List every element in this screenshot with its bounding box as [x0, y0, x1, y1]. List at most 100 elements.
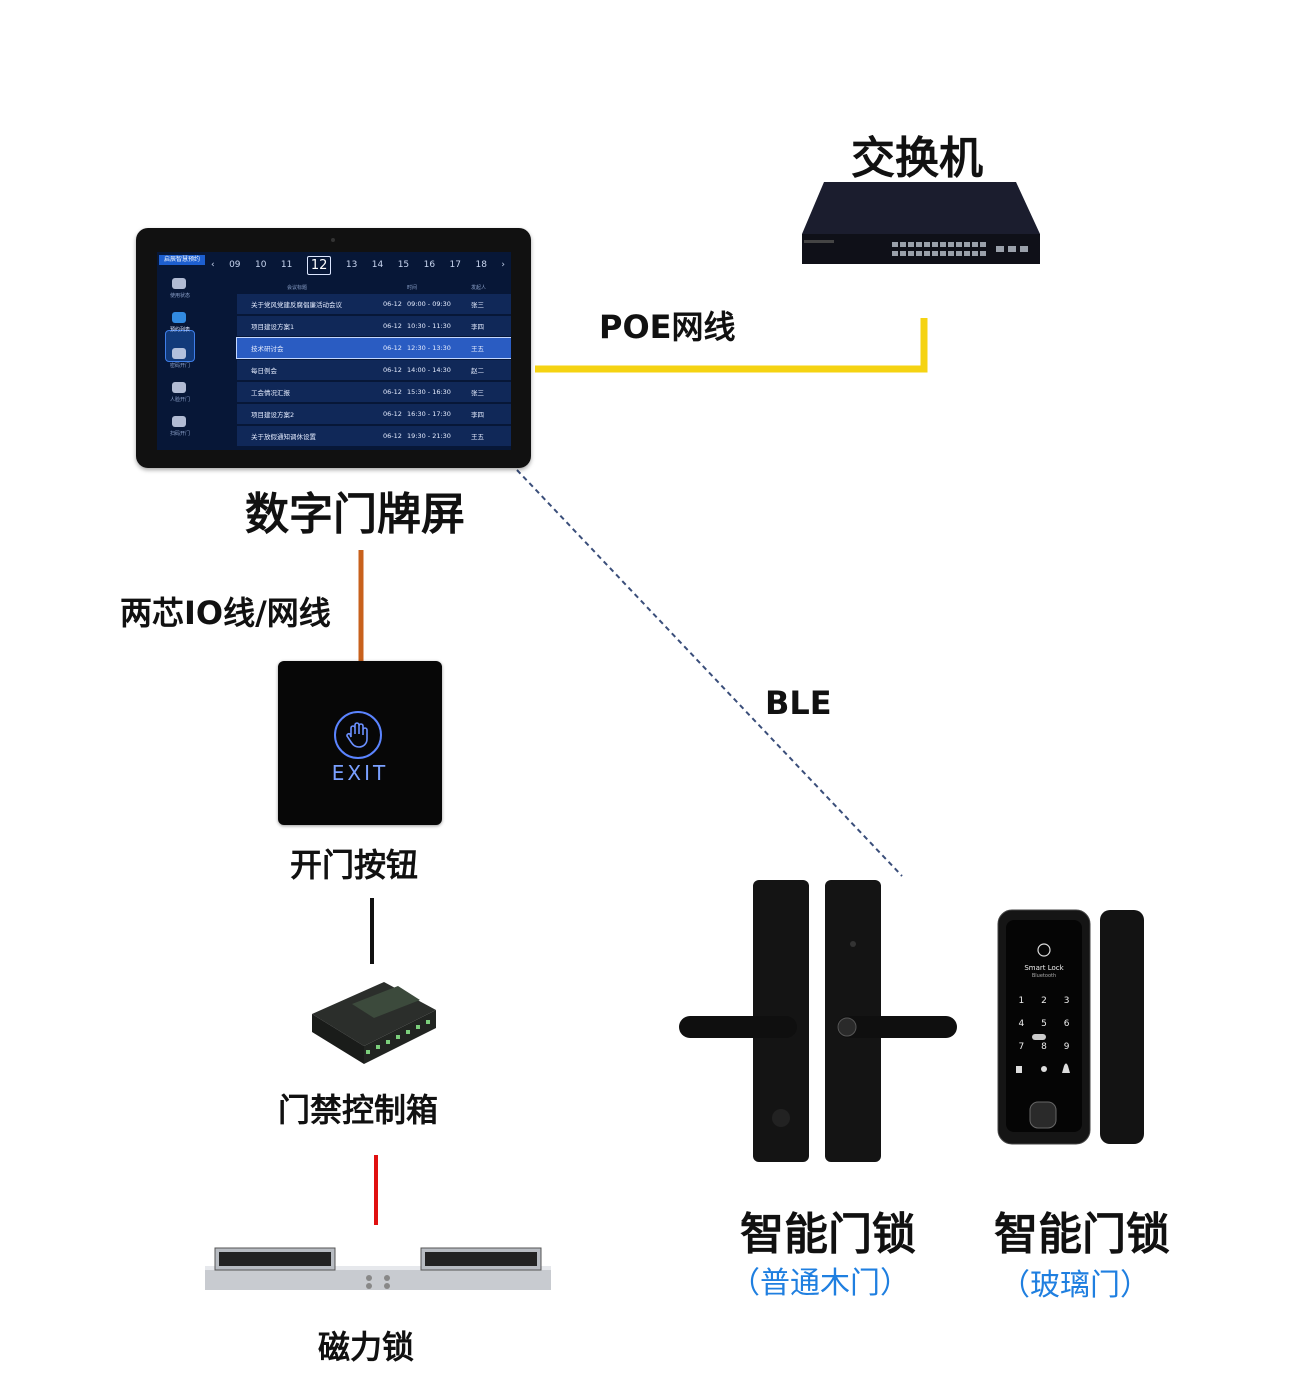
screen-display: 启辰智慧预约 ‹ 09 10 11 12 13 14 15 16 17 18 ›… [157, 252, 511, 450]
sidebar-caption: 人脸开门 [169, 397, 190, 403]
date-item[interactable]: 09 [229, 260, 241, 270]
row-date: 06-12 [383, 322, 402, 330]
access-controller-box [312, 982, 436, 1064]
row-date: 06-12 [383, 388, 402, 396]
row-person: 张三 [471, 389, 484, 397]
prev-icon[interactable]: ‹ [211, 260, 215, 270]
table-header: 会议标题 时间 发起人 [237, 284, 511, 292]
poe-link-label: POE网线 [599, 308, 736, 346]
table-row[interactable]: 项目建设方案2 06-12 16:30 - 17:30 李四 [237, 404, 511, 424]
digital-door-screen: 启辰智慧预约 ‹ 09 10 11 12 13 14 15 16 17 18 ›… [136, 228, 531, 468]
sidebar-caption: 密码开门 [169, 363, 190, 369]
exit-button-device: EXIT [278, 661, 442, 825]
lock-glass-label: 智能门锁 [994, 1209, 1170, 1260]
ble-link-line [516, 469, 903, 877]
smart-lock-subtext: Bluetooth [1031, 973, 1057, 979]
table-row[interactable]: 工会情况汇报 06-12 15:30 - 16:30 张三 [237, 382, 511, 402]
row-time: 19:30 - 21:30 [407, 432, 451, 440]
row-title: 项目建设方案1 [251, 323, 295, 331]
lock-glass-sublabel: （玻璃门） [1000, 1268, 1150, 1303]
magnetic-lock [205, 1247, 551, 1290]
row-title: 每日例会 [251, 367, 277, 375]
keypad-key[interactable]: 3 [1063, 996, 1070, 1006]
controller-label: 门禁控制箱 [278, 1091, 439, 1129]
keypad-key[interactable]: 5 [1041, 1019, 1047, 1029]
row-time: 16:30 - 17:30 [407, 410, 451, 418]
keypad-key[interactable]: 1 [1018, 996, 1025, 1006]
header-time: 时间 [407, 285, 418, 291]
lock-wood-label: 智能门锁 [740, 1209, 916, 1260]
status-icon[interactable] [172, 278, 186, 289]
smart-lock-body [997, 909, 1144, 1145]
screen-sidebar: 使用状态 预约列表 密码开门 人脸开门 扫码开门 [157, 272, 203, 450]
row-title: 关于放假通知调休设置 [251, 433, 316, 441]
row-person: 张三 [471, 301, 484, 309]
table-row[interactable]: 关于放假通知调休设置 06-12 19:30 - 21:30 王五 [237, 426, 511, 446]
row-title: 项目建设方案2 [251, 411, 295, 419]
row-date: 06-12 [383, 366, 402, 374]
meeting-list: 关于党风党建反腐倡廉活动会议 06-12 09:00 - 09:30 张三 项目… [236, 294, 511, 448]
row-time: 10:30 - 11:30 [407, 322, 451, 330]
switch-label: 交换机 [851, 133, 983, 184]
table-row[interactable]: 关于党风党建反腐倡廉活动会议 06-12 09:00 - 09:30 张三 [237, 294, 511, 314]
row-person: 李四 [471, 411, 484, 419]
list-icon[interactable] [172, 312, 186, 323]
date-item[interactable]: 15 [397, 260, 410, 270]
header-title: 会议标题 [287, 285, 308, 291]
date-strip: ‹ 09 10 11 12 13 14 15 16 17 18 › [207, 254, 509, 276]
date-item[interactable]: 16 [423, 260, 436, 270]
row-person: 王五 [471, 433, 484, 441]
row-time: 15:30 - 16:30 [407, 388, 451, 396]
row-time: 09:00 - 09:30 [407, 300, 451, 308]
smart-lock-text: Smart Lock [1024, 964, 1064, 972]
keypad-key[interactable]: 2 [1041, 996, 1047, 1006]
keypad-key[interactable]: 6 [1063, 1019, 1070, 1029]
lock-icon[interactable] [172, 348, 186, 359]
next-icon[interactable]: › [501, 260, 505, 270]
lock-wood-sublabel: （普通木门） [730, 1266, 910, 1301]
face-icon[interactable] [172, 382, 186, 393]
date-item[interactable]: 11 [280, 260, 293, 270]
row-date: 06-12 [383, 300, 402, 308]
row-time: 14:00 - 14:30 [407, 366, 451, 374]
row-person: 李四 [471, 323, 484, 331]
smart-lock-glass-door: Smart Lock Bluetooth 1 2 3 4 5 6 7 8 9 [996, 908, 1146, 1146]
row-date: 06-12 [383, 344, 402, 352]
row-title: 工会情况汇报 [251, 389, 290, 397]
date-item-selected[interactable]: 12 [306, 255, 332, 275]
header-person: 发起人 [471, 285, 487, 291]
row-time: 12:30 - 13:30 [407, 344, 451, 352]
ble-link-label: BLE [765, 684, 832, 722]
smart-lock-wood-door [679, 880, 957, 1162]
mag-lock-label: 磁力锁 [318, 1328, 415, 1366]
keypad-key[interactable]: 4 [1018, 1019, 1025, 1029]
keypad-key[interactable]: 7 [1018, 1042, 1025, 1052]
table-row[interactable]: 每日例会 06-12 14:00 - 14:30 赵二 [237, 360, 511, 380]
row-date: 06-12 [383, 432, 402, 440]
row-title: 技术研讨会 [251, 345, 284, 353]
camera-dot [331, 238, 335, 242]
row-person: 赵二 [471, 367, 484, 375]
network-switch [802, 182, 1040, 264]
exit-text: EXIT [331, 761, 389, 785]
screen-label: 数字门牌屏 [245, 489, 465, 540]
table-row[interactable]: 项目建设方案1 06-12 10:30 - 11:30 李四 [237, 316, 511, 336]
sidebar-caption: 扫码开门 [169, 431, 190, 437]
date-item[interactable]: 13 [345, 260, 358, 270]
row-date: 06-12 [383, 410, 402, 418]
sidebar-caption: 预约列表 [169, 327, 190, 333]
qr-icon[interactable] [172, 416, 186, 427]
keypad-key[interactable]: 9 [1063, 1042, 1070, 1052]
date-item[interactable]: 14 [371, 260, 384, 270]
date-item[interactable]: 18 [475, 260, 487, 270]
date-item[interactable]: 10 [255, 260, 267, 270]
hand-icon [334, 711, 382, 759]
row-person: 王五 [471, 345, 484, 353]
exit-button-label: 开门按钮 [290, 846, 419, 884]
keypad-key[interactable]: 8 [1041, 1042, 1047, 1052]
io-link-label: 两芯IO线/网线 [120, 594, 331, 632]
row-title: 关于党风党建反腐倡廉活动会议 [251, 301, 342, 309]
table-row-selected[interactable]: 技术研讨会 06-12 12:30 - 13:30 王五 [236, 337, 511, 359]
date-item[interactable]: 17 [449, 260, 461, 270]
